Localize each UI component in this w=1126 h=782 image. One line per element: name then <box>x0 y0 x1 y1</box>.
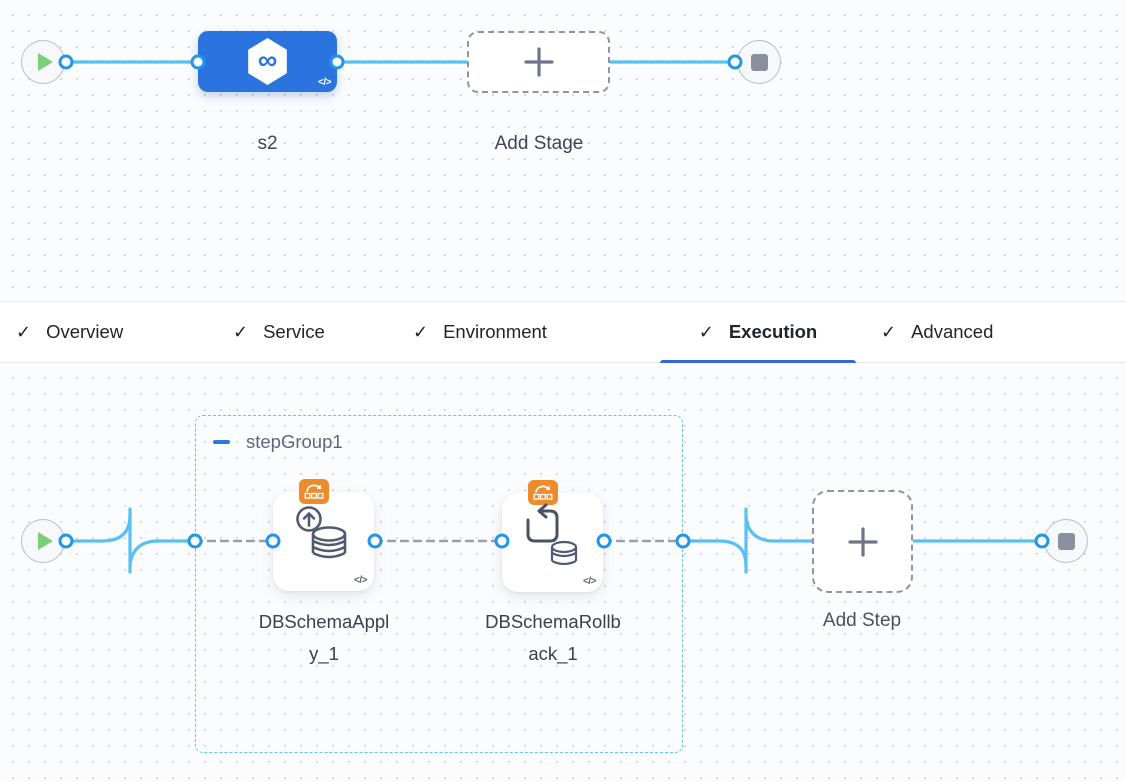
step-group-container <box>195 415 683 753</box>
step-out-port <box>367 533 383 549</box>
stage-node-s2[interactable]: ∞ </> <box>198 31 337 92</box>
step-group-label: stepGroup1 <box>246 431 343 452</box>
harness-cd-icon: ∞ <box>248 38 287 85</box>
infinity-icon: ∞ <box>257 45 278 75</box>
stage-config-tabbar: ✓ Overview ✓ Service ✓ Environment ✓ Exe… <box>0 301 1126 363</box>
step-in-port <box>265 533 281 549</box>
step-node-dbschemaapply[interactable]: </> <box>273 479 374 591</box>
stop-icon <box>750 53 768 71</box>
connector-start-to-group <box>64 514 132 543</box>
code-icon: </> <box>354 575 367 586</box>
db-schema-apply-icon <box>296 506 347 559</box>
connector-group-to-addstep <box>744 514 814 543</box>
end-node-in-port <box>1034 533 1050 549</box>
start-node <box>21 40 65 84</box>
end-node <box>737 40 781 84</box>
plus-icon <box>523 47 554 77</box>
stage-pipeline-canvas: ∞ </> s2 Add Stage <box>0 0 1126 301</box>
tab-label: Overview <box>46 321 124 342</box>
looping-strategy-icon <box>528 480 558 505</box>
tab-environment[interactable]: ✓ Environment <box>413 302 547 362</box>
start-node <box>21 519 65 563</box>
code-icon: </> <box>583 576 596 587</box>
end-node <box>1044 519 1088 563</box>
add-stage-button[interactable] <box>467 31 610 93</box>
step-label: DBSchemaAppl y_1 <box>258 611 390 664</box>
stage-out-port <box>329 54 345 70</box>
execution-canvas: stepGroup1 <box>0 363 1126 782</box>
add-step-label: Add Step <box>822 610 902 631</box>
stop-icon <box>1057 532 1075 550</box>
start-node-out-port <box>58 54 74 70</box>
tab-overview[interactable]: ✓ Overview <box>16 302 123 362</box>
start-node-out-port <box>58 533 74 549</box>
check-icon: ✓ <box>881 321 897 342</box>
tab-label: Environment <box>443 321 547 342</box>
group-in-port <box>187 533 203 549</box>
tab-service[interactable]: ✓ Service <box>233 302 325 362</box>
plus-icon <box>847 526 878 557</box>
looping-strategy-icon <box>299 479 329 504</box>
add-stage-label: Add Stage <box>494 133 584 154</box>
step-node-dbschemarollback[interactable]: </> <box>502 480 603 592</box>
connector-entry <box>128 539 197 568</box>
tab-execution[interactable]: ✓ Execution <box>660 302 856 363</box>
group-out-port <box>675 533 691 549</box>
step-group-header: stepGroup1 <box>213 431 343 453</box>
active-tab-underline <box>660 359 856 363</box>
step-in-port <box>494 533 510 549</box>
play-icon <box>37 532 53 550</box>
collapse-minus-icon[interactable] <box>213 440 230 444</box>
connector-exit <box>681 539 748 568</box>
check-icon: ✓ <box>233 321 249 342</box>
play-icon <box>37 53 53 71</box>
tab-label: Service <box>263 321 325 342</box>
stage-in-port <box>190 54 206 70</box>
check-icon: ✓ <box>413 321 429 342</box>
add-step-button[interactable] <box>812 490 913 593</box>
tab-label: Execution <box>728 321 818 342</box>
check-icon: ✓ <box>698 321 714 342</box>
check-icon: ✓ <box>16 321 32 342</box>
tab-label: Advanced <box>911 321 994 342</box>
db-schema-rollback-icon <box>526 503 578 566</box>
tab-advanced[interactable]: ✓ Advanced <box>881 302 993 362</box>
end-node-in-port <box>727 54 743 70</box>
step-label: DBSchemaRollb ack_1 <box>485 611 621 664</box>
step-out-port <box>596 533 612 549</box>
stage-label: s2 <box>257 133 278 154</box>
code-icon: </> <box>318 77 331 88</box>
